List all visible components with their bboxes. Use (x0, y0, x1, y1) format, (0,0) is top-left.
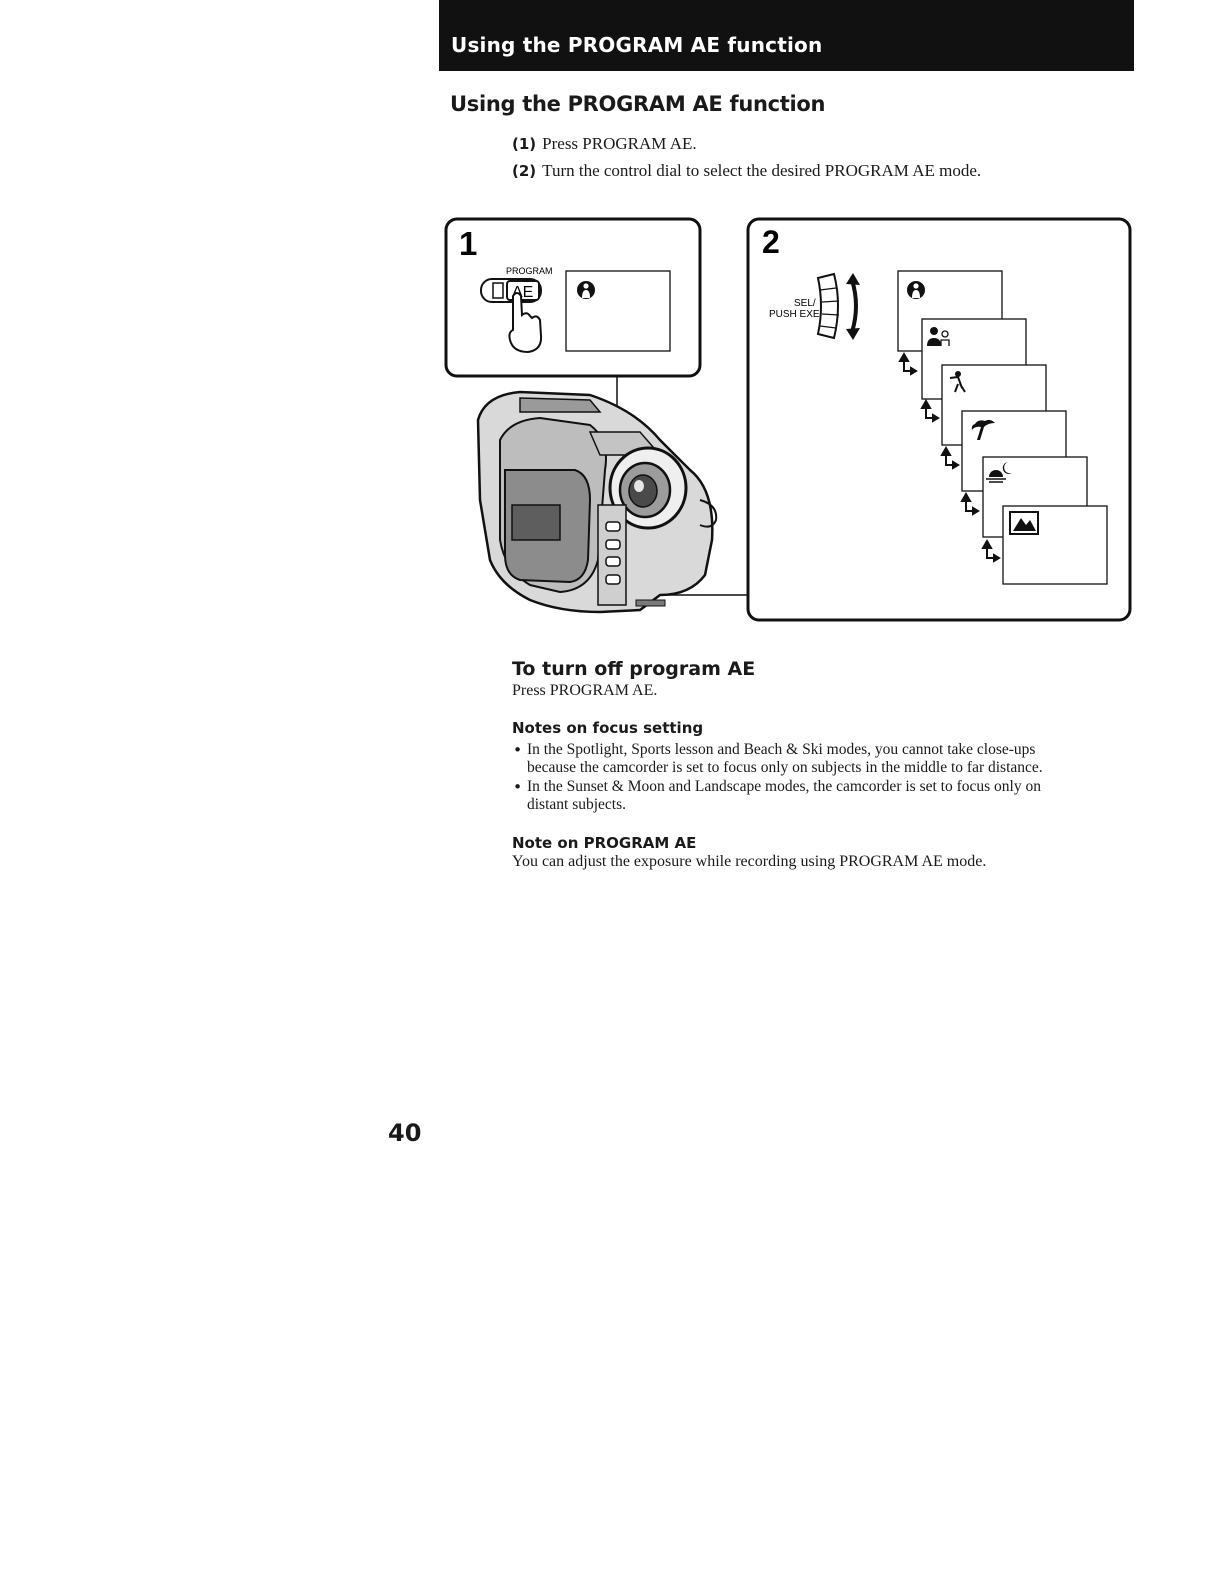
sports-lesson-icon (927, 327, 950, 346)
control-dial (816, 272, 840, 340)
notes-focus-bullet-1: • In the Spotlight, Sports lesson and Be… (513, 741, 1117, 777)
bullet-dot: • (513, 778, 523, 796)
step-1-number: (1) (512, 135, 537, 153)
step-1-text: Press PROGRAM AE. (542, 134, 697, 153)
dial-label-push-exec: PUSH EXEC (769, 309, 827, 320)
step-1: (1) Press PROGRAM AE. (512, 134, 697, 154)
mode-cycle-arrows (898, 351, 1001, 563)
camcorder-illustration (476, 390, 718, 614)
bullet-dot: • (513, 741, 523, 759)
turn-off-heading: To turn off program AE (512, 658, 756, 680)
program-ae-figure: 1 PROGRAM AE 2 SEL/ PUSH (444, 217, 1132, 622)
landscape-icon (1009, 511, 1039, 535)
panel-1-frame (444, 217, 702, 378)
notes-focus-bullet-2: • In the Sunset & Moon and Landscape mod… (513, 778, 1117, 814)
hand-press-icon (508, 292, 543, 354)
note-program-heading: Note on PROGRAM AE (512, 834, 697, 852)
header-bar: Using the PROGRAM AE function (439, 0, 1134, 71)
page-number: 40 (388, 1119, 422, 1147)
turn-off-text: Press PROGRAM AE. (512, 682, 658, 699)
spotlight-icon (577, 281, 595, 299)
beach-ski-icon (971, 419, 995, 440)
section-title: Using the PROGRAM AE function (450, 92, 826, 116)
spotlight-icon (907, 281, 925, 299)
bullet-1-line-1: In the Spotlight, Sports lesson and Beac… (527, 741, 1036, 758)
step-2-text: Turn the control dial to select the desi… (542, 161, 982, 180)
step-2: (2) Turn the control dial to select the d… (512, 161, 981, 181)
bullet-1-line-2: because the camcorder is set to focus on… (527, 759, 1043, 776)
header-title: Using the PROGRAM AE function (451, 33, 823, 57)
note-program-text: You can adjust the exposure while record… (512, 853, 987, 870)
bullet-2-line-1: In the Sunset & Moon and Landscape modes… (527, 778, 1041, 795)
dial-rotate-arrow (850, 279, 858, 333)
sunset-moon-icon (986, 462, 1012, 483)
program-ae-button: AE (480, 278, 542, 303)
notes-focus-heading: Notes on focus setting (512, 719, 704, 737)
panel-1-number: 1 (459, 225, 477, 262)
panel-2-number: 2 (762, 224, 780, 260)
dial-label-sel: SEL/ (794, 298, 816, 309)
step-2-number: (2) (512, 162, 537, 180)
golf-icon (949, 371, 966, 393)
panel-2-frame (746, 217, 1132, 622)
program-button-label: PROGRAM (506, 266, 553, 276)
bullet-2-line-2: distant subjects. (527, 796, 627, 813)
